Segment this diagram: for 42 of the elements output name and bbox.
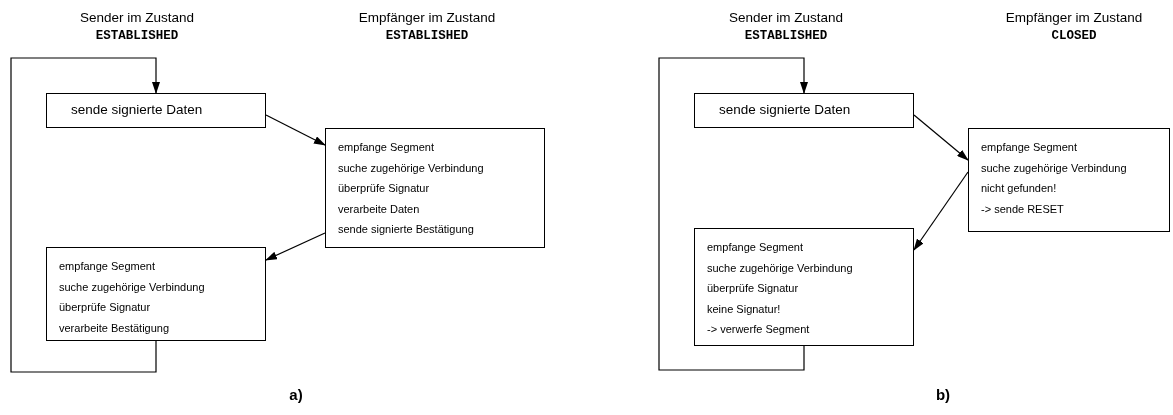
state-name: CLOSED — [1051, 29, 1097, 43]
step-text: überprüfe Signatur — [338, 181, 430, 197]
process-box — [46, 93, 266, 128]
arrow — [658, 57, 808, 371]
column-heading: Sender im Zustand — [79, 10, 195, 25]
step-text: verarbeite Daten — [338, 201, 420, 217]
column-heading: Sender im Zustand — [728, 10, 844, 25]
column-heading: Empfänger im Zustand — [1005, 10, 1143, 25]
column-heading: Empfänger im Zustand — [358, 10, 496, 25]
state-name: ESTABLISHED — [744, 29, 828, 43]
step-text: empfange Segment — [338, 140, 434, 155]
arrow — [913, 171, 969, 251]
arrow — [913, 114, 969, 161]
step-text: -> sende RESET — [981, 201, 1064, 217]
process-box — [694, 93, 914, 128]
panel-label: b) — [935, 386, 951, 403]
step-text: sende signierte Daten — [71, 101, 203, 119]
step-text: empfange Segment — [707, 240, 803, 255]
step-text: sende signierte Bestätigung — [338, 222, 474, 238]
arrow — [265, 232, 326, 261]
step-text: keine Signatur! — [707, 301, 781, 317]
state-name: ESTABLISHED — [95, 29, 179, 43]
step-text: suche zugehörige Verbindung — [338, 160, 484, 176]
arrow — [10, 57, 160, 373]
process-box — [968, 128, 1170, 232]
step-text: nicht gefunden! — [981, 181, 1057, 197]
step-text: suche zugehörige Verbindung — [59, 279, 205, 295]
step-text: überprüfe Signatur — [707, 281, 799, 297]
step-text: suche zugehörige Verbindung — [981, 160, 1127, 176]
step-text: verarbeite Bestätigung — [59, 320, 170, 336]
step-text: empfange Segment — [981, 140, 1077, 155]
step-text: sende signierte Daten — [719, 101, 851, 119]
state-name: ESTABLISHED — [385, 29, 469, 43]
step-text: -> verwerfe Segment — [707, 322, 810, 338]
step-text: überprüfe Signatur — [59, 300, 151, 316]
panel-label: a) — [289, 386, 303, 403]
process-box — [325, 128, 545, 248]
arrow — [265, 114, 326, 146]
step-text: empfange Segment — [59, 259, 155, 274]
step-text: suche zugehörige Verbindung — [707, 260, 853, 276]
process-box — [694, 228, 914, 346]
process-box — [46, 247, 266, 341]
